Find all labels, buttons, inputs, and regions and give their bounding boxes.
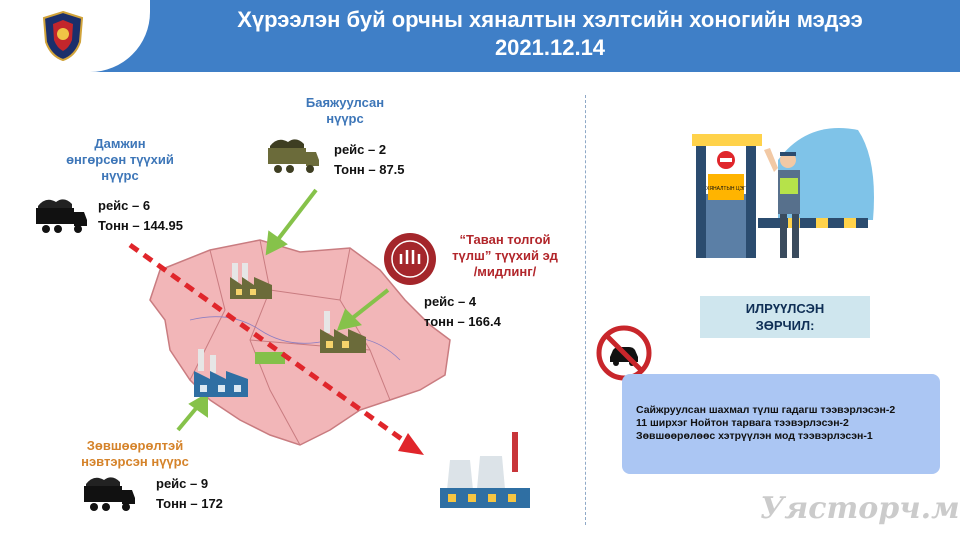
transit-label: Дамжин өнгөрсөн түүхий нүүрс (40, 136, 200, 184)
tavan-tolgoi-label: “Таван толгой түлш” түүхий эд /мидлинг/ (440, 232, 570, 280)
transit-tonnes: Тонн – 144.95 (98, 218, 183, 233)
tavan-tolgoi-stats: рейс – 4 тонн – 166.4 (424, 292, 501, 332)
title-date: 2021.12.14 (494, 35, 606, 60)
route-arrow (128, 242, 424, 455)
permitted-tonnes: Тонн – 172 (156, 496, 223, 511)
enriched-tonnes: Тонн – 87.5 (334, 162, 405, 177)
coal-truck-icon (84, 477, 135, 511)
transit-trips: рейс – 6 (98, 198, 151, 213)
factory-icon-west (194, 349, 248, 397)
transit-label-line: нүүрс (101, 168, 139, 183)
tavan-tolgoi-trips: рейс – 4 (424, 294, 477, 309)
header-bar (0, 0, 960, 72)
no-car-icon (596, 325, 652, 381)
emblem-icon (42, 10, 84, 62)
transit-label-line: Дамжин (94, 136, 146, 151)
permitted-trips: рейс – 9 (156, 476, 209, 491)
permitted-label: Зөвшөөрөлтэй нэвтэрсэн нүүрс (60, 438, 210, 470)
violations-title: ИЛРҮҮЛСЭН ЗӨРЧИЛ: (700, 296, 870, 338)
transit-stats: рейс – 6 Тонн – 144.95 (98, 196, 183, 236)
factory-icon-north (230, 263, 272, 299)
violations-title-line: ИЛРҮҮЛСЭН (745, 301, 825, 316)
violation-item: Сайжруулсан шахмал түлш гадагш тээвэрлэс… (636, 404, 896, 416)
tavan-tolgoi-tonnes: тонн – 166.4 (424, 314, 501, 329)
enriched-label-line: нүүрс (326, 111, 364, 126)
tavan-tolgoi-logo-icon (384, 233, 436, 285)
page-title: Хүрээлэн буй орчны хяналтын хэлтсийн хон… (160, 6, 940, 62)
enriched-trips: рейс – 2 (334, 142, 387, 157)
green-arrows (176, 188, 390, 432)
permitted-stats: рейс – 9 Тонн – 172 (156, 474, 223, 514)
enriched-stats: рейс – 2 Тонн – 87.5 (334, 140, 405, 180)
violations-list: Сайжруулсан шахмал түлш гадагш тээвэрлэс… (622, 374, 940, 474)
checkpoint-sign-text: ХЯНАЛТЫН ЦЭГ (706, 186, 746, 192)
violation-item: Зөвшөөрөлөөс хэтрүүлэн мод тээвэрлэсэн-1 (636, 430, 873, 442)
permitted-label-line: нэвтэрсэн нүүрс (81, 454, 189, 469)
power-plant-icon (440, 432, 530, 508)
tavan-tolgoi-label-line: /мидлинг/ (473, 264, 537, 279)
checkpoint-sign (708, 174, 744, 200)
violation-item: 11 ширхэг Нойтон тарвага тээвэрлэсэн-2 (636, 417, 849, 429)
tavan-tolgoi-label-line: түлш” түүхий эд (452, 248, 558, 263)
title-text: Хүрээлэн буй орчны хяналтын хэлтсийн хон… (237, 7, 863, 32)
checkpoint-illustration: ХЯНАЛТЫН ЦЭГ (692, 128, 874, 258)
enriched-label: Баяжуулсан нүүрс (290, 95, 400, 127)
map-zone (255, 352, 285, 364)
coal-truck-icon (36, 199, 87, 233)
section-divider (585, 95, 586, 525)
tavan-tolgoi-label-line: “Таван толгой (459, 232, 551, 247)
coal-truck-icon (268, 139, 319, 173)
transit-label-line: өнгөрсөн түүхий (66, 152, 174, 167)
violations-title-line: ЗӨРЧИЛ: (755, 318, 815, 333)
watermark: Уясторч.мн (760, 491, 960, 526)
enriched-label-line: Баяжуулсан (305, 95, 385, 110)
factory-icon-east (320, 311, 366, 353)
permitted-label-line: Зөвшөөрөлтэй (86, 438, 184, 453)
